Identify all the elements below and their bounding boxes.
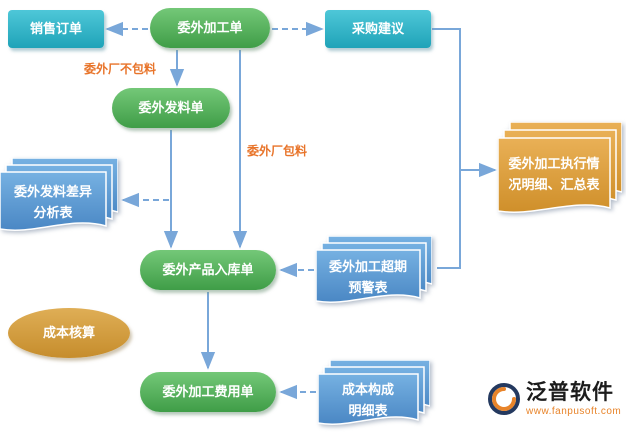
fanpu-logo-text: 泛普软件 www.fanpusoft.com bbox=[526, 381, 621, 417]
node-product-inbound: 委外产品入库单 bbox=[140, 250, 276, 290]
node-overdue-warning-label: 委外加工超期 预警表 bbox=[328, 259, 407, 295]
node-issue-diff-report: 委外发料差异 分析表 bbox=[0, 158, 118, 238]
node-material-issue-label: 委外发料单 bbox=[138, 99, 204, 115]
node-cost-detail-label: 成本构成 明细表 bbox=[341, 382, 394, 418]
fanpu-logo-icon bbox=[488, 383, 520, 415]
document-stack-icon bbox=[498, 122, 622, 213]
fanpu-logo-url: www.fanpusoft.com bbox=[526, 406, 622, 418]
node-outsourcing-order: 委外加工单 bbox=[150, 8, 270, 48]
node-overdue-warning: 委外加工超期 预警表 bbox=[316, 236, 432, 308]
document-stack-icon bbox=[316, 236, 432, 303]
fanpu-logo-name: 泛普软件 bbox=[526, 381, 614, 404]
node-purchase-suggestion-label: 采购建议 bbox=[351, 20, 404, 36]
node-sales-order-label: 销售订单 bbox=[29, 20, 82, 36]
edge-label-with-material: 委外厂包料 bbox=[247, 144, 308, 158]
node-material-issue: 委外发料单 bbox=[112, 88, 230, 128]
node-cost-detail: 成本构成 明细表 bbox=[318, 360, 430, 430]
fanpu-logo: 泛普软件 www.fanpusoft.com bbox=[486, 381, 621, 417]
node-execution-report: 委外加工执行情 况明细、汇总表 bbox=[498, 122, 622, 218]
document-stack-icon bbox=[318, 360, 430, 425]
node-outsourcing-order-label: 委外加工单 bbox=[177, 19, 243, 35]
edge-label-no-material: 委外厂不包料 bbox=[84, 62, 157, 76]
node-purchase-suggestion: 采购建议 bbox=[325, 10, 431, 48]
node-product-inbound-label: 委外产品入库单 bbox=[162, 261, 254, 277]
node-cost-accounting-label: 成本核算 bbox=[42, 324, 95, 340]
node-processing-fee: 委外加工费用单 bbox=[140, 372, 276, 412]
edge-purchase-rail bbox=[432, 28, 461, 269]
node-cost-accounting: 成本核算 bbox=[8, 308, 130, 358]
node-issue-diff-report-label: 委外发料差异 分析表 bbox=[13, 184, 92, 220]
document-stack-icon bbox=[0, 158, 118, 231]
node-processing-fee-label: 委外加工费用单 bbox=[162, 383, 254, 399]
node-sales-order: 销售订单 bbox=[8, 10, 104, 48]
node-execution-report-label: 委外加工执行情 况明细、汇总表 bbox=[508, 156, 600, 192]
